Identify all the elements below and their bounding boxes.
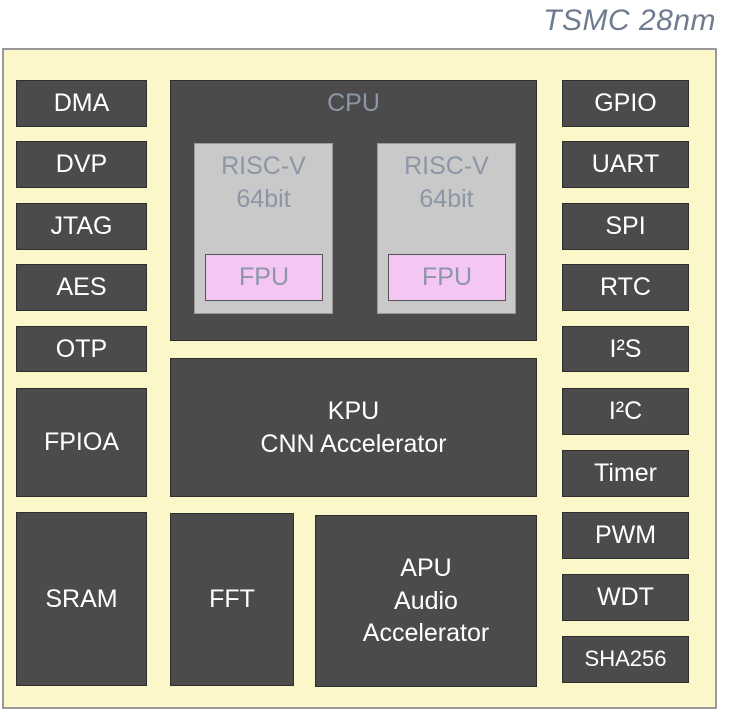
cpu-block: CPU RISC-V 64bit FPU RISC-V 64bit FPU: [170, 80, 537, 341]
gpio-label: GPIO: [594, 89, 657, 118]
i2s-label: I²S: [609, 334, 642, 363]
sha256-label: SHA256: [584, 646, 667, 672]
apu-text: APU Audio Accelerator: [363, 552, 489, 650]
i2s-block: I²S: [562, 326, 689, 372]
spi-block: SPI: [562, 203, 689, 250]
fpioa-label: FPIOA: [43, 428, 119, 457]
otp-block: OTP: [16, 326, 147, 372]
jtag-label: JTAG: [50, 212, 113, 241]
uart-block: UART: [562, 141, 689, 188]
dma-label: DMA: [53, 89, 110, 118]
kpu-subtitle: CNN Accelerator: [260, 429, 447, 458]
sram-block: SRAM: [16, 512, 147, 686]
fpu-2-label: FPU: [422, 263, 472, 291]
aes-block: AES: [16, 264, 147, 311]
aes-label: AES: [56, 273, 107, 302]
process-node-label: TSMC 28nm: [543, 4, 716, 37]
i2c-block: I²C: [562, 388, 689, 435]
risc-v-core-2: RISC-V 64bit FPU: [377, 143, 516, 314]
kpu-title: KPU: [327, 397, 380, 425]
wdt-block: WDT: [562, 574, 689, 621]
dvp-block: DVP: [16, 141, 147, 188]
apu-line2: Audio: [394, 586, 458, 615]
kpu-block: KPU CNN Accelerator: [170, 358, 537, 497]
sram-label: SRAM: [45, 584, 118, 613]
core-1-width: 64bit: [236, 184, 291, 213]
pwm-label: PWM: [594, 521, 657, 550]
kpu-text: KPU CNN Accelerator: [260, 395, 446, 460]
risc-v-core-1: RISC-V 64bit FPU: [194, 143, 333, 314]
i2c-label: I²C: [608, 397, 643, 426]
fpu-block-1: FPU: [205, 254, 323, 301]
sha256-block: SHA256: [562, 636, 689, 683]
core-2-label: RISC-V 64bit: [378, 150, 515, 215]
apu-title: APU: [400, 554, 452, 583]
rtc-block: RTC: [562, 264, 689, 311]
otp-label: OTP: [55, 334, 108, 363]
fft-block: FFT: [170, 513, 294, 686]
timer-label: Timer: [594, 459, 657, 488]
dvp-label: DVP: [55, 150, 108, 179]
wdt-label: WDT: [597, 583, 654, 612]
pwm-block: PWM: [562, 512, 689, 559]
gpio-block: GPIO: [562, 80, 689, 127]
cpu-label: CPU: [327, 89, 380, 117]
rtc-label: RTC: [600, 273, 651, 302]
apu-line3: Accelerator: [362, 619, 490, 648]
fpu-1-label: FPU: [239, 263, 289, 291]
dma-block: DMA: [16, 80, 147, 127]
jtag-block: JTAG: [16, 203, 147, 250]
fft-label: FFT: [209, 585, 255, 614]
core-1-label: RISC-V 64bit: [195, 150, 332, 215]
core-1-arch: RISC-V: [221, 152, 306, 180]
core-2-arch: RISC-V: [404, 152, 489, 180]
spi-label: SPI: [605, 212, 646, 241]
timer-block: Timer: [562, 450, 689, 497]
fpioa-block: FPIOA: [16, 388, 147, 497]
fpu-block-2: FPU: [388, 254, 506, 301]
core-2-width: 64bit: [419, 184, 474, 213]
apu-block: APU Audio Accelerator: [315, 515, 537, 687]
uart-label: UART: [591, 150, 660, 179]
